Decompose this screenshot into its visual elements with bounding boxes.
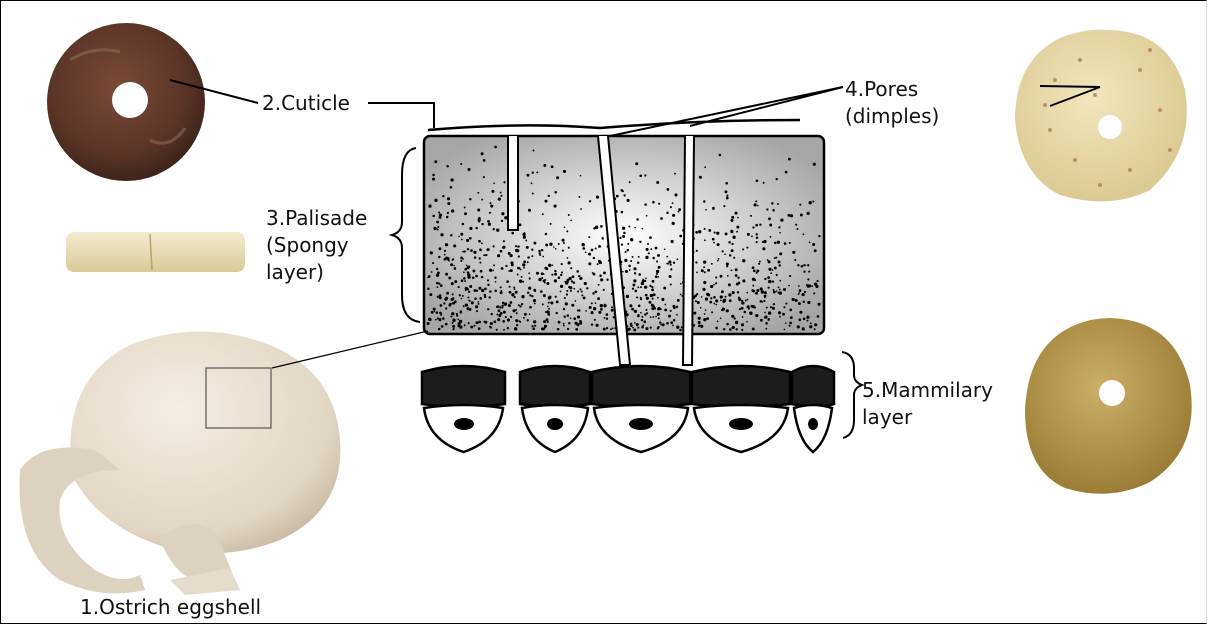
- ostrich-eggshell-label: 1.Ostrich eggshell: [80, 594, 261, 621]
- dark-bead-image: [47, 23, 205, 181]
- light-bead-image: [1015, 30, 1187, 202]
- mammilary-label: 5.Mammilary layer: [862, 377, 993, 431]
- palisade-label: 3.Palisade (Spongy layer): [266, 205, 367, 286]
- pores-leader-3: [1040, 86, 1100, 87]
- eggshell-cross-section-drawing: [372, 70, 854, 494]
- cuticle-label: 2.Cuticle: [262, 90, 350, 117]
- ostrich-eggshell-image: [20, 332, 341, 596]
- ochre-bead-image: [1025, 318, 1192, 494]
- bead-side-view-image: [66, 232, 245, 272]
- pores-label: 4.Pores (dimples): [845, 76, 939, 130]
